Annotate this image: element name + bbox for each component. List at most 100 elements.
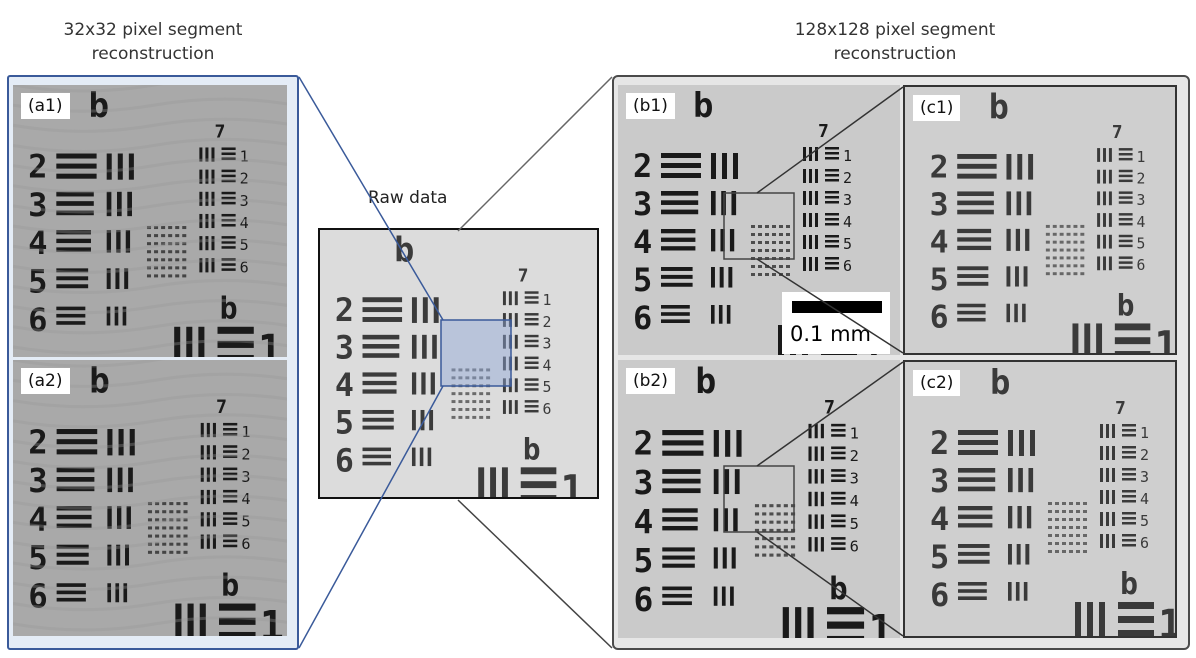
target-subgroup-digit: 7 bbox=[216, 397, 227, 418]
target-subelement-digit: 4 bbox=[240, 214, 249, 232]
target-group-digit: b bbox=[695, 362, 716, 402]
scale-bar-label: 0.1 mm bbox=[790, 322, 871, 346]
target-element-digit: 4 bbox=[335, 368, 354, 404]
target-element-digit: 3 bbox=[633, 185, 652, 223]
target-element-digit: 2 bbox=[633, 147, 652, 185]
target-subelement-digit: 4 bbox=[850, 492, 859, 510]
target-element-digit: 4 bbox=[633, 502, 653, 541]
target-element-digit: 4 bbox=[633, 223, 652, 261]
target-group-digit-lower: b bbox=[1117, 289, 1135, 323]
target-subelement-digit: 6 bbox=[241, 535, 250, 553]
target-element-digit: 5 bbox=[930, 262, 949, 298]
target-element-digit: 5 bbox=[28, 539, 48, 577]
target-subelement-digit: 3 bbox=[1140, 468, 1149, 486]
target-subelement-digit: 2 bbox=[1140, 446, 1149, 464]
target-subelement-digit: 6 bbox=[1140, 534, 1149, 552]
target-element-digit: 3 bbox=[28, 186, 47, 224]
target-subelement-digit: 4 bbox=[241, 490, 250, 508]
target-element-digit: 6 bbox=[335, 443, 354, 479]
target-bottom-digit: 1 bbox=[258, 326, 282, 357]
target-subelement-digit: 1 bbox=[240, 148, 249, 166]
target-element-digit: 5 bbox=[930, 538, 949, 576]
target-subelement-digit: 5 bbox=[1140, 512, 1149, 530]
target-element-digit: 2 bbox=[930, 424, 949, 462]
target-subelement-digit: 2 bbox=[241, 445, 250, 463]
target-subelement-digit: 5 bbox=[850, 515, 859, 533]
panel-label-a2: (a2) bbox=[21, 368, 70, 394]
target-subelement-digit: 3 bbox=[850, 470, 859, 488]
panel-label-b2: (b2) bbox=[626, 368, 675, 394]
target-subelement-digit: 1 bbox=[843, 147, 852, 165]
target-bottom-digit: 1 bbox=[868, 606, 893, 638]
target-subgroup-digit: 7 bbox=[818, 121, 829, 142]
target-element-digit: 6 bbox=[28, 578, 48, 616]
scale-bar: 0.1 mm bbox=[782, 292, 890, 354]
target-element-digit: 2 bbox=[28, 148, 47, 186]
heading-32x32: 32x32 pixel segment reconstruction bbox=[63, 20, 243, 64]
target-subelement-digit: 1 bbox=[1140, 424, 1149, 442]
target-subgroup-digit: 7 bbox=[824, 398, 835, 419]
target-element-digit: 2 bbox=[335, 293, 354, 329]
target-element-digit: 5 bbox=[633, 541, 653, 580]
target-subelement-digit: 4 bbox=[843, 213, 852, 231]
target-subelement-digit: 1 bbox=[241, 423, 250, 441]
target-element-digit: 6 bbox=[633, 299, 652, 337]
target-element-digit: 3 bbox=[633, 463, 653, 502]
target-element-digit: 4 bbox=[28, 224, 47, 262]
target-group-digit: b bbox=[693, 86, 713, 126]
target-subelement-digit: 4 bbox=[1137, 214, 1146, 231]
target-element-digit: 6 bbox=[28, 301, 47, 339]
target-group-digit: b bbox=[394, 231, 414, 270]
target-element-digit: 3 bbox=[335, 331, 354, 367]
target-element-digit: 6 bbox=[930, 299, 949, 335]
target-bottom-digit: 1 bbox=[560, 467, 584, 497]
target-bottom-digit: 1 bbox=[1158, 602, 1175, 636]
target-element-digit: 3 bbox=[930, 462, 949, 500]
target-group-digit: b bbox=[89, 361, 110, 401]
target-subelement-digit: 5 bbox=[241, 512, 250, 530]
target-element-digit: 5 bbox=[633, 261, 652, 299]
target-subelement-digit: 1 bbox=[850, 424, 859, 442]
target-subelement-digit: 5 bbox=[543, 379, 552, 396]
target-element-digit: 4 bbox=[28, 500, 48, 538]
target-subelement-digit: 5 bbox=[843, 235, 852, 253]
target-subelement-digit: 6 bbox=[1137, 257, 1146, 274]
target-element-digit: 2 bbox=[633, 424, 653, 463]
panel-label-c1: (c1) bbox=[913, 95, 961, 121]
target-element-digit: 2 bbox=[930, 150, 949, 186]
target-element-digit: 4 bbox=[930, 500, 949, 538]
panel-label-b1: (b1) bbox=[626, 93, 675, 119]
target-subelement-digit: 1 bbox=[543, 292, 552, 309]
raw-data-label: Raw data bbox=[368, 188, 448, 208]
connector-gray-bottom bbox=[457, 499, 613, 649]
target-subgroup-digit: 7 bbox=[214, 121, 225, 142]
target-subelement-digit: 1 bbox=[1137, 149, 1146, 166]
target-subgroup-digit: 7 bbox=[1115, 398, 1126, 419]
target-subelement-digit: 2 bbox=[850, 447, 859, 465]
target-group-digit: b bbox=[990, 363, 1010, 403]
target-element-digit: 3 bbox=[28, 462, 48, 500]
target-subelement-digit: 3 bbox=[1137, 192, 1146, 209]
target-subelement-digit: 2 bbox=[1137, 171, 1146, 188]
target-subelement-digit: 5 bbox=[240, 236, 249, 254]
target-subelement-digit: 6 bbox=[240, 258, 249, 276]
target-subelement-digit: 3 bbox=[240, 192, 249, 210]
target-subelement-digit: 4 bbox=[543, 357, 552, 374]
target-group-digit-lower: b bbox=[221, 568, 239, 603]
target-subelement-digit: 2 bbox=[843, 169, 852, 187]
target-subelement-digit: 5 bbox=[1137, 236, 1146, 253]
target-group-digit-lower: b bbox=[829, 571, 848, 607]
target-element-digit: 6 bbox=[633, 580, 653, 619]
